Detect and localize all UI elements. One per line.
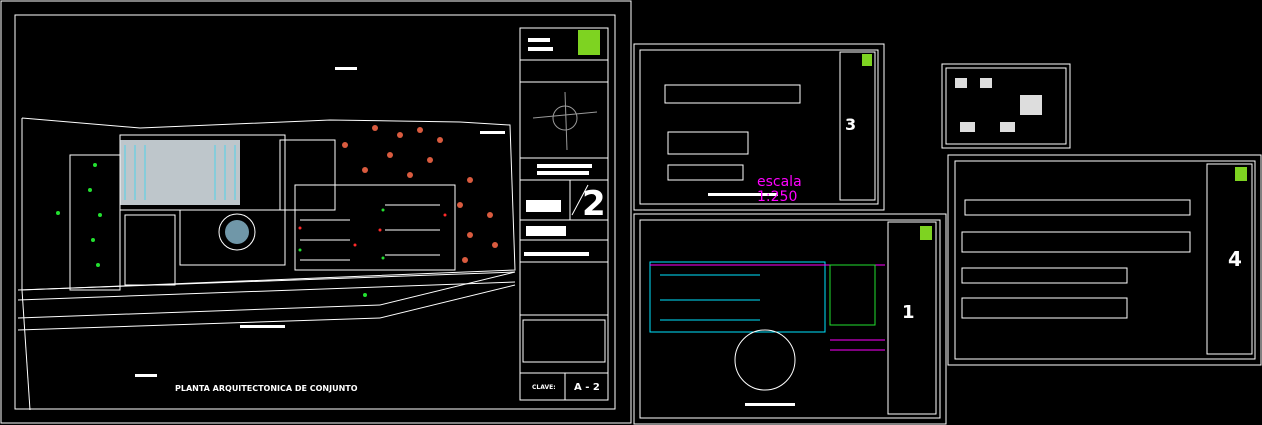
logo	[578, 30, 600, 55]
clave-label: CLAVE:	[532, 384, 556, 391]
scale-value: 1:250	[757, 189, 797, 205]
parking-area	[294, 184, 456, 271]
sheet-sections: 3 escala 1:250	[633, 43, 885, 211]
sheet-floor-plan: 1	[633, 213, 947, 425]
sheet-main: PLANTA ARQUITECTONICA DE CONJUNTO 2	[0, 0, 632, 424]
sheet-elevations: 4	[947, 154, 1262, 366]
scale-label: escala	[757, 174, 802, 190]
sheet-number: 1	[902, 302, 915, 323]
sheet-number: 4	[1228, 247, 1242, 271]
clave-value: A - 2	[574, 382, 600, 393]
sheet-number: 3	[845, 115, 856, 134]
title-block: 2 CLAVE: A - 2	[519, 27, 609, 401]
trees	[342, 125, 498, 263]
sheet-number: 2	[582, 184, 606, 224]
sheet-details	[941, 63, 1071, 149]
drawing-title: PLANTA ARQUITECTONICA DE CONJUNTO	[175, 384, 358, 393]
